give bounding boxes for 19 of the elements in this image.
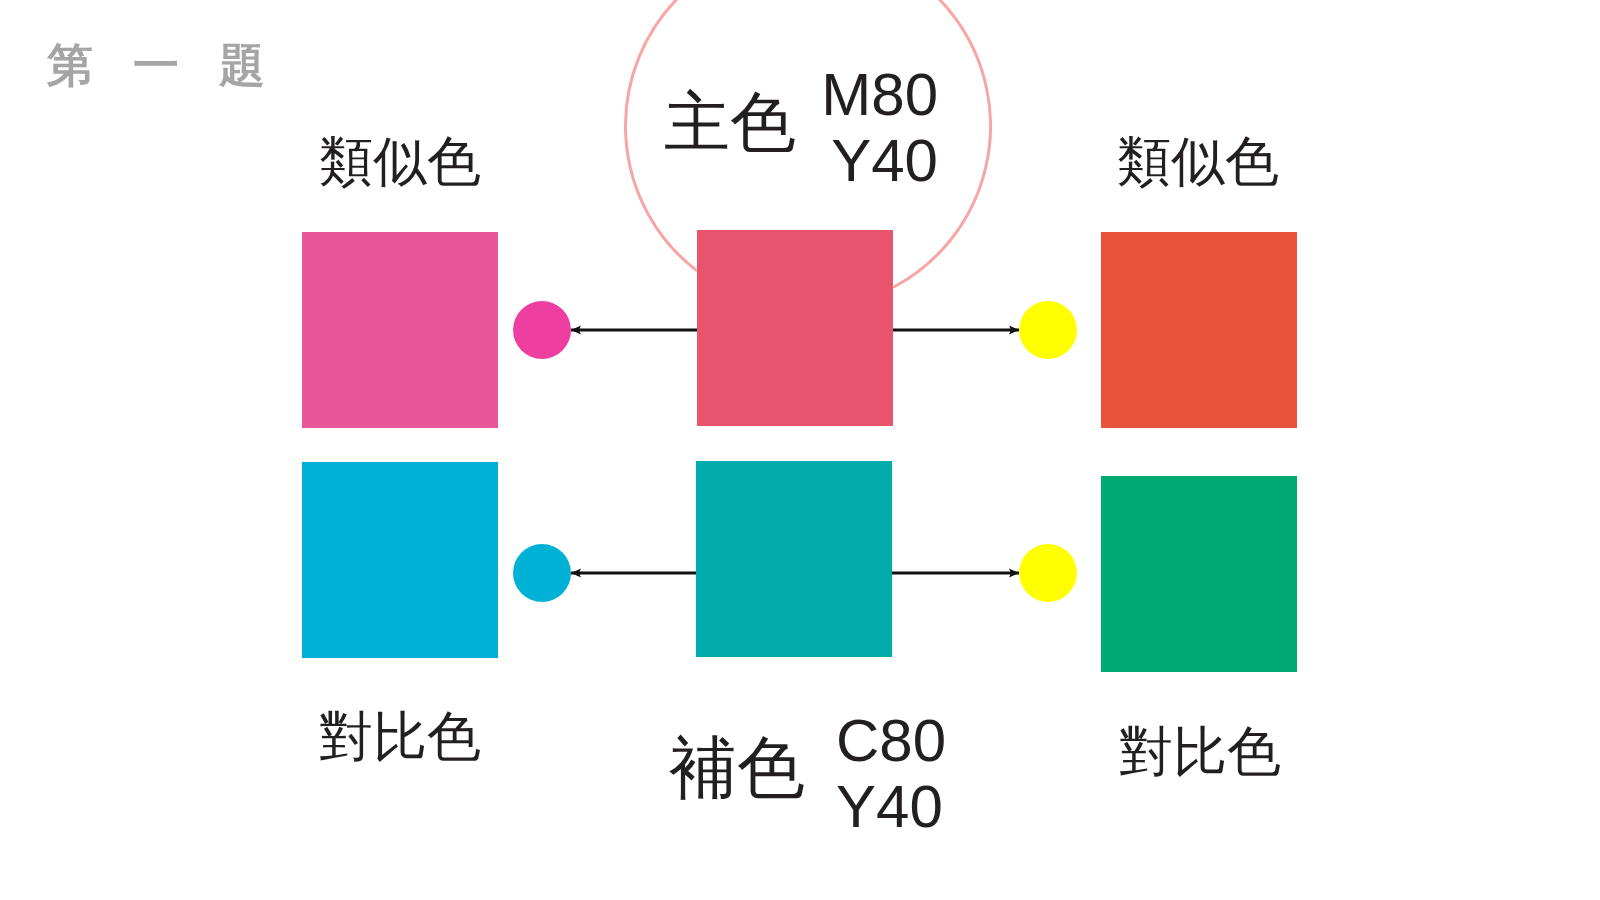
dot-icon	[1019, 544, 1077, 602]
color-scheme-label: 類似色	[1117, 135, 1279, 189]
color-role-label: 補色	[669, 734, 805, 802]
arrow	[571, 568, 696, 578]
cmyk-value-label: C80 Y40	[836, 708, 948, 840]
title: 第 一 題	[47, 42, 266, 88]
color-scheme-label: 對比色	[1119, 725, 1281, 779]
arrow	[892, 568, 1019, 578]
dot-icon	[513, 544, 571, 602]
dot-icon	[1019, 301, 1077, 359]
color-square	[697, 230, 893, 426]
dot-icon	[513, 301, 571, 359]
arrow	[571, 325, 697, 335]
circle-outline	[624, 0, 992, 290]
color-scheme-label: 類似色	[319, 135, 481, 189]
color-role-label: 主色	[664, 90, 796, 156]
arrow	[893, 325, 1019, 335]
color-scheme-label: 對比色	[319, 710, 481, 764]
cmyk-value-label: M80 Y40	[820, 62, 938, 194]
